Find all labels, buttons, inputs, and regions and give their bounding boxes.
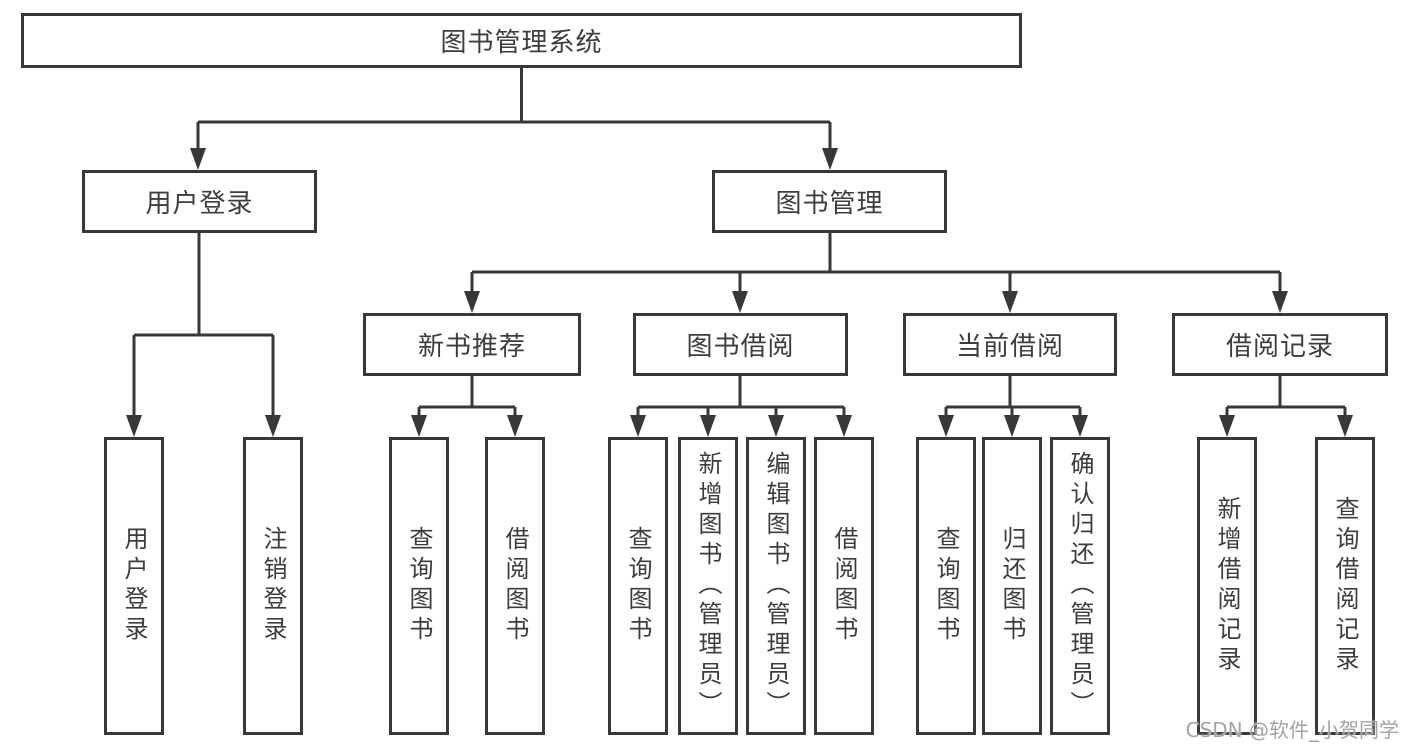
leaf-add-borrow-record: 新增借阅记录 — [1197, 437, 1257, 735]
leaf-current-query-books: 查询图书 — [916, 437, 976, 735]
leaf-logout: 注销登录 — [243, 437, 303, 735]
leaf-newbook-borrow-books: 借阅图书 — [485, 437, 545, 735]
leaf-user-login: 用户登录 — [104, 437, 164, 735]
leaf-newbook-query-books: 查询图书 — [389, 437, 449, 735]
connector-book-borrow-children — [630, 376, 852, 437]
leaf-confirm-return-admin: 确认归还（管理员） — [1050, 437, 1110, 735]
node-system-root-label: 图书管理系统 — [440, 28, 603, 58]
node-user-login: 用户登录 — [82, 170, 317, 233]
node-book-management-label: 图书管理 — [775, 189, 884, 219]
connector-current-borrow-children — [938, 376, 1088, 437]
leaf-query-borrow-record-label: 查询借阅记录 — [1331, 496, 1359, 676]
node-borrowing-records-label: 借阅记录 — [1225, 332, 1334, 362]
node-book-borrowing-label: 图书借阅 — [686, 332, 795, 362]
leaf-add-books-admin-label: 新增图书（管理员） — [694, 451, 722, 721]
leaf-confirm-return-admin-label: 确认归还（管理员） — [1066, 451, 1094, 721]
leaf-borrowing-query-books: 查询图书 — [608, 437, 668, 735]
leaf-add-books-admin: 新增图书（管理员） — [678, 437, 738, 735]
node-system-root: 图书管理系统 — [21, 13, 1022, 68]
node-new-book-recommend-label: 新书推荐 — [417, 332, 526, 362]
node-user-login-label: 用户登录 — [145, 189, 254, 219]
node-borrowing-records: 借阅记录 — [1172, 313, 1388, 376]
leaf-borrow-books-label: 借阅图书 — [830, 526, 858, 646]
leaf-borrowing-query-books-label: 查询图书 — [624, 526, 652, 646]
node-current-borrowing: 当前借阅 — [903, 313, 1117, 376]
leaf-newbook-query-books-label: 查询图书 — [405, 526, 433, 646]
leaf-query-borrow-record: 查询借阅记录 — [1315, 437, 1375, 735]
leaf-newbook-borrow-books-label: 借阅图书 — [501, 526, 529, 646]
csdn-watermark: CSDN @软件_小贺同学 — [1185, 718, 1399, 742]
node-book-borrowing: 图书借阅 — [633, 313, 848, 376]
connector-borrow-record-children — [1219, 376, 1353, 437]
leaf-add-borrow-record-label: 新增借阅记录 — [1213, 496, 1241, 676]
leaf-edit-books-admin-label: 编辑图书（管理员） — [762, 451, 790, 721]
leaf-borrow-books: 借阅图书 — [814, 437, 874, 735]
node-new-book-recommend: 新书推荐 — [363, 313, 581, 376]
node-book-management: 图书管理 — [712, 170, 947, 233]
connector-root-to-level2 — [190, 68, 838, 170]
leaf-edit-books-admin: 编辑图书（管理员） — [746, 437, 806, 735]
leaf-return-books: 归还图书 — [982, 437, 1042, 735]
leaf-user-login-label: 用户登录 — [120, 526, 148, 646]
node-current-borrowing-label: 当前借阅 — [955, 332, 1064, 362]
connector-book-mgmt-children — [464, 233, 1288, 313]
leaf-return-books-label: 归还图书 — [998, 526, 1026, 646]
leaf-current-query-books-label: 查询图书 — [932, 526, 960, 646]
connector-user-login-children — [126, 233, 281, 437]
leaf-logout-label: 注销登录 — [259, 526, 287, 646]
connector-new-book-children — [411, 376, 523, 437]
